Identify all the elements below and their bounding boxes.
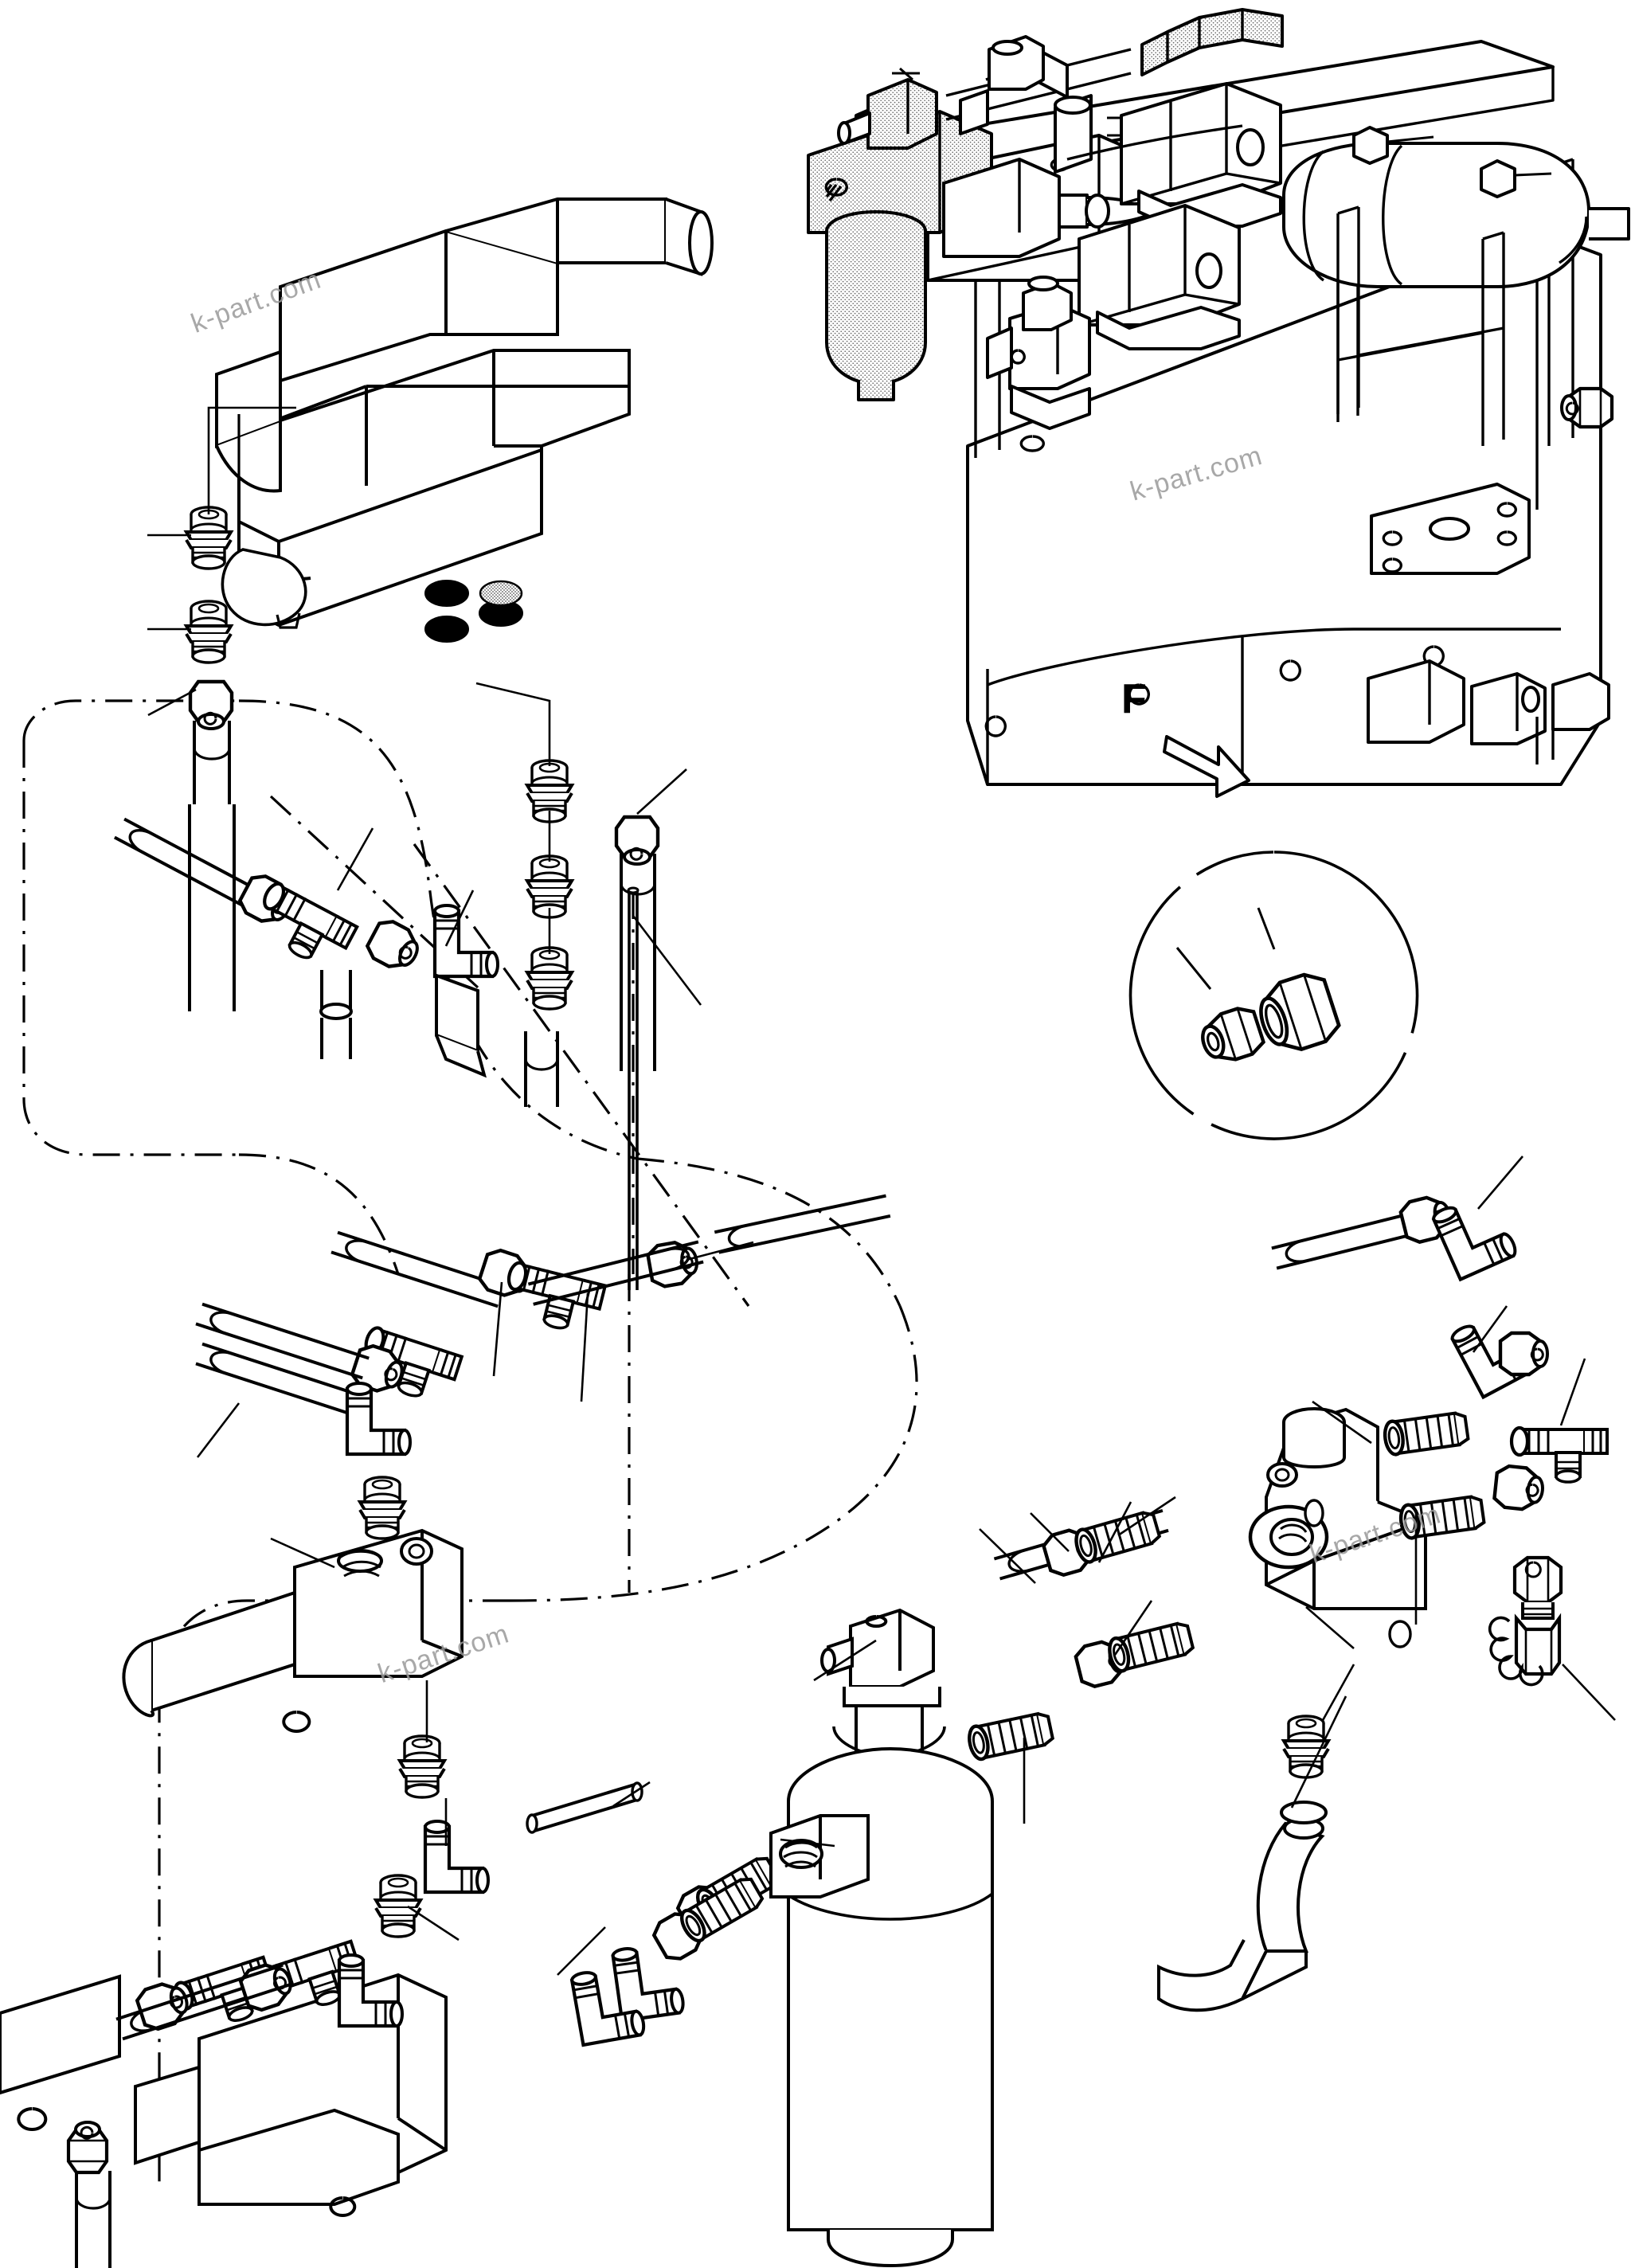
upper-left-valve-block (215, 197, 714, 643)
bottom-left-manifold (0, 1874, 448, 2268)
left-fitting-column (185, 506, 236, 1011)
main-hydraulic-assembly (807, 8, 1630, 786)
lower-left-fittings (398, 1734, 781, 2021)
center-hose-tee-assembly (194, 1194, 892, 1540)
right-valve-assembly (967, 1189, 1607, 2012)
view-label-f: F (1121, 676, 1147, 722)
phantom-routing-lines (22, 699, 918, 2182)
upper-hose-tee-cluster (115, 819, 498, 1078)
detail-circle-f (1128, 850, 1419, 1140)
view-direction-arrow (1163, 735, 1250, 798)
middle-fitting-stack (524, 759, 658, 1290)
lower-left-valve-block (122, 1528, 463, 1733)
leader-lines (147, 406, 1616, 1976)
lower-center-filter (571, 1608, 994, 2268)
